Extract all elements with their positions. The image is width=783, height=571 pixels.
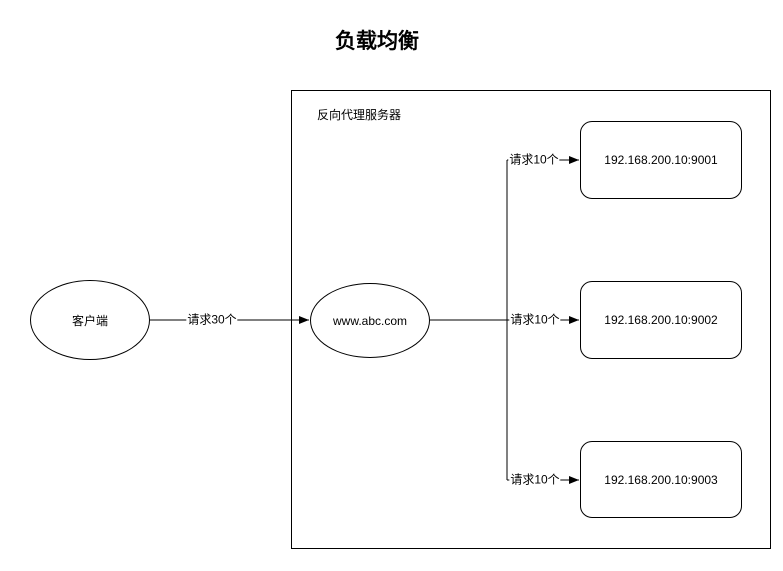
proxy-node: www.abc.com (310, 283, 430, 358)
proxy-label: www.abc.com (332, 313, 408, 328)
server-node-9003: 192.168.200.10:9003 (580, 441, 742, 518)
server-label: 192.168.200.10:9003 (604, 472, 718, 487)
edge-label-requests-10-top: 请求10个 (508, 152, 560, 168)
diagram-title: 负载均衡 (335, 30, 419, 53)
server-label: 192.168.200.10:9002 (604, 313, 718, 327)
edge-label-requests-30: 请求30个 (186, 312, 238, 328)
proxy-container-label: 反向代理服务器 (317, 108, 402, 122)
server-node-9002: 192.168.200.10:9002 (580, 281, 742, 359)
client-node: 客户端 (30, 280, 150, 360)
server-node-9001: 192.168.200.10:9001 (580, 121, 742, 199)
server-label: 192.168.200.10:9001 (604, 153, 718, 167)
client-label: 客户端 (71, 313, 108, 328)
edge-label-requests-10-bottom: 请求10个 (509, 472, 561, 488)
edge-label-requests-10-middle: 请求10个 (509, 312, 561, 328)
